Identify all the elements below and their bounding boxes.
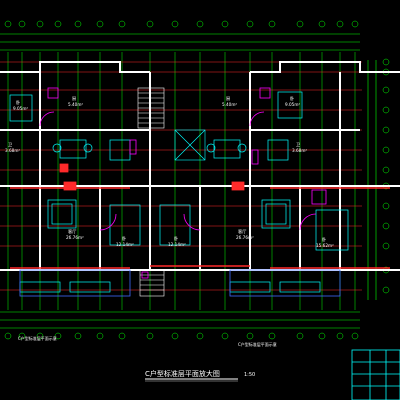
room-area: 9.05m² (13, 106, 28, 111)
room-label: 客厅 (68, 228, 76, 235)
dimension-lines (0, 33, 377, 329)
room-area: 5.40m² (68, 102, 83, 107)
room-area: 9.05m² (285, 102, 300, 107)
room-area: 12.14m² (168, 242, 186, 247)
room-area: 26.76m² (66, 235, 84, 240)
drawing-title: C户型标准层平面放大图 1:50 (145, 369, 255, 382)
drawing-title-text: C户型标准层平面放大图 (145, 369, 220, 378)
room-area: 12.14m² (116, 242, 134, 247)
room-area: 3.68m² (292, 148, 307, 153)
axis-bubbles (4, 20, 390, 340)
balconies (19, 269, 341, 297)
room-label: 卧 (322, 236, 326, 243)
room-labels: 卧 9.05m² 厨 5.40m² 卫 3.68m² 卧 9.05m² 厨 5.… (5, 95, 334, 248)
walls (0, 61, 400, 271)
room-area: 3.68m² (5, 148, 20, 153)
room-label: 卧 (290, 95, 294, 102)
room-area: 26.76m² (236, 235, 254, 240)
right-note: C户型标准层平面示意 (238, 341, 277, 347)
room-label: 卫 (8, 142, 12, 147)
room-label: 卧 (16, 99, 20, 106)
room-label: 厨 (226, 96, 230, 101)
room-area: 15.62m² (316, 243, 334, 248)
room-label: 厨 (72, 96, 76, 101)
room-label: 卫 (296, 142, 300, 147)
left-note: C户型标准层平面示意 (18, 335, 57, 341)
room-label: 卧 (122, 235, 126, 242)
stair-core (137, 87, 206, 297)
drawing-scale: 1:50 (244, 372, 255, 378)
fixtures (39, 87, 327, 279)
room-label: 客厅 (238, 228, 246, 235)
room-area: 5.40m² (222, 102, 237, 107)
title-block (351, 349, 400, 400)
room-label: 卧 (174, 235, 178, 242)
